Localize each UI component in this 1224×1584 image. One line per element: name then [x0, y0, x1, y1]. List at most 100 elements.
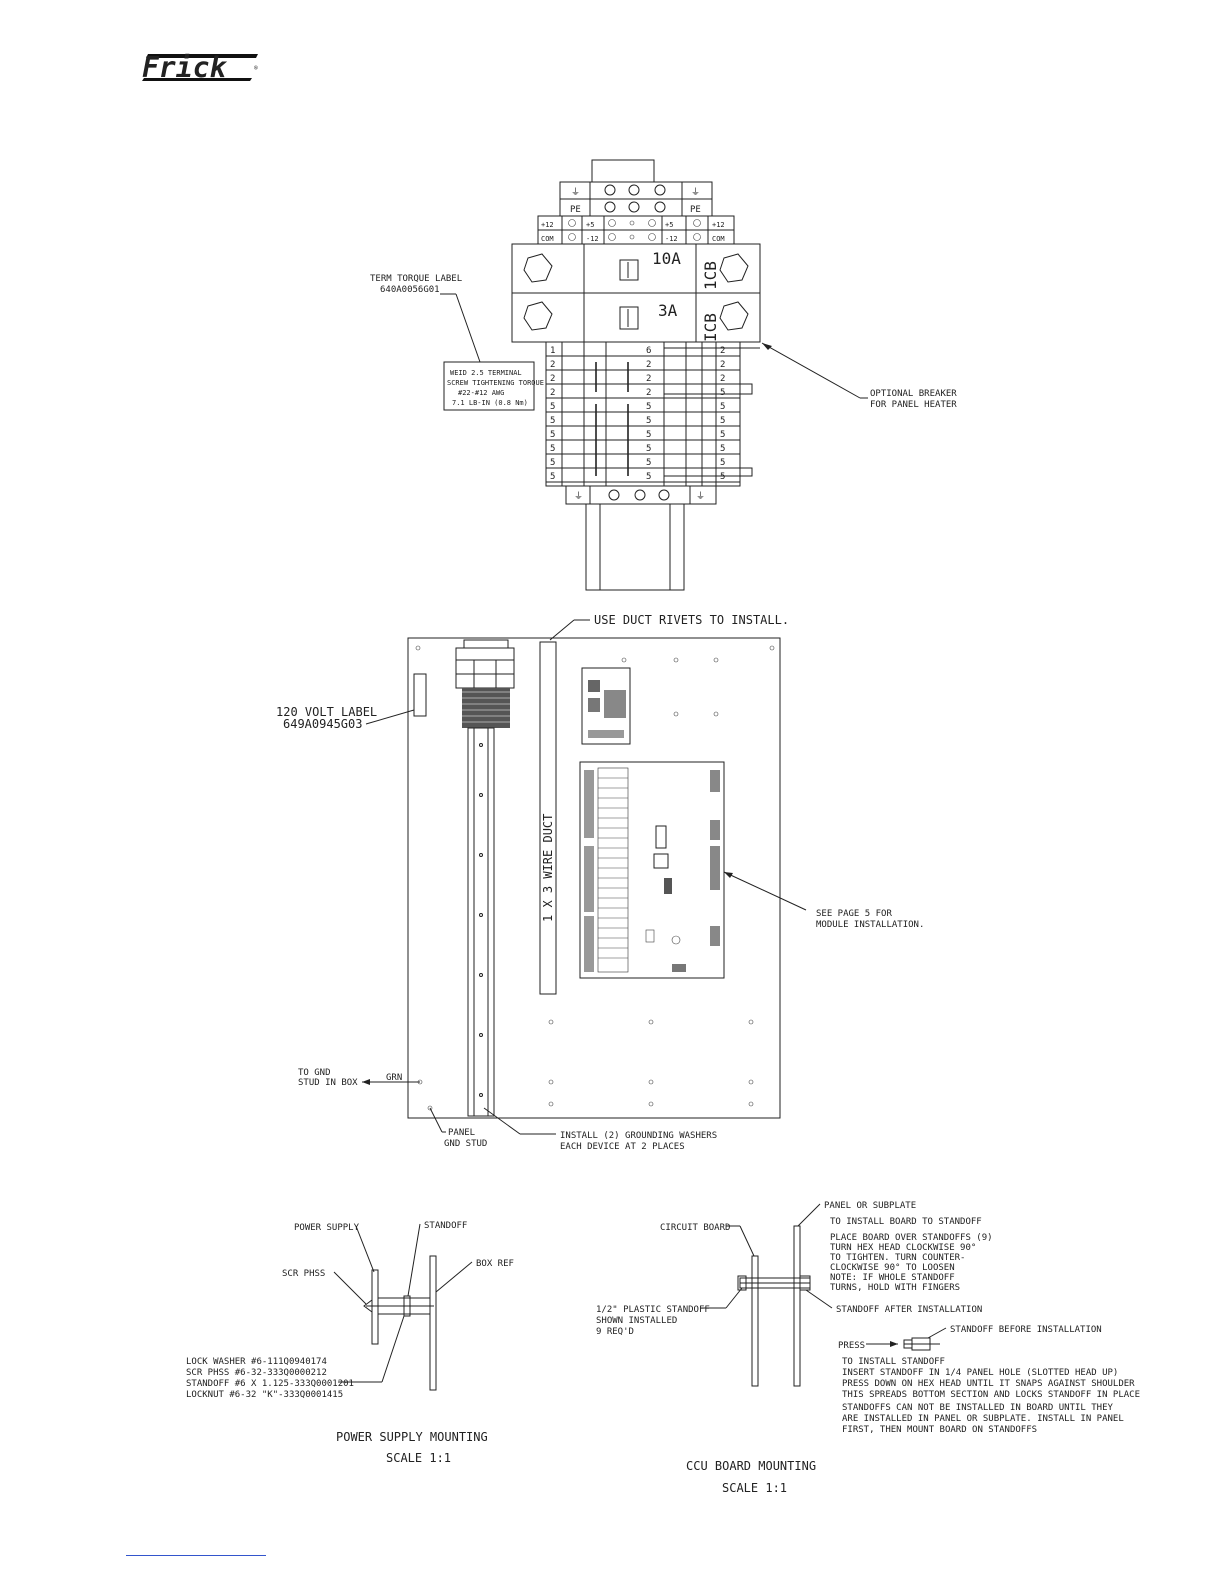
mounting-holes — [415, 645, 775, 1111]
ccu-circuit-board: CIRCUIT BOARD — [660, 1223, 730, 1233]
ps-part-0: LOCK WASHER #6-111Q0940174 — [186, 1357, 327, 1367]
tn-mid-1: 2 — [646, 360, 651, 370]
terminal-strip: 1 2 2 2 5 5 5 5 5 5 6 2 2 2 5 5 5 5 5 5 … — [545, 341, 760, 487]
panel-din-rail — [467, 727, 495, 1117]
ccu-press: PRESS — [838, 1341, 865, 1351]
ccu-step-5: TURNS, HOLD WITH FINGERS — [830, 1283, 960, 1293]
ps-scale: SCALE 1:1 — [386, 1451, 451, 1465]
box-ref-wall — [429, 1255, 437, 1391]
optional-breaker-2: FOR PANEL HEATER — [870, 400, 957, 410]
term-torque-label-2: 640A0056G01 — [380, 285, 440, 295]
din-rail — [585, 503, 685, 591]
logo-text: Frick — [142, 51, 227, 84]
grounding-note-1: INSTALL (2) GROUNDING WASHERS — [560, 1131, 717, 1141]
power-supply-mounting-detail: POWER SUPPLY STANDOFF SCR PHSS BOX REF L… — [186, 1221, 514, 1465]
frick-logo: Frick ® — [142, 51, 258, 84]
tn-left-6: 5 — [550, 430, 555, 440]
hex-nut-bottom-left — [523, 301, 553, 331]
ccu-install-heading: TO INSTALL BOARD TO STANDOFF — [830, 1217, 982, 1227]
tn-mid-2: 2 — [646, 374, 651, 384]
ps-part-2: STANDOFF #6 X 1.125-333Q0001201 — [186, 1379, 354, 1389]
logo-registered: ® — [254, 65, 258, 72]
panel-gnd-stud-2: GND STUD — [444, 1139, 487, 1149]
term-torque-label-1: TERM TORQUE LABEL — [370, 274, 462, 284]
panel-outline — [407, 637, 781, 1119]
logo-bar-top — [146, 54, 258, 58]
ccu-panel-subplate — [793, 1225, 801, 1387]
ps-part-1: SCR PHSS #6-32-333Q0000212 — [186, 1368, 327, 1378]
volt-label-sticker — [413, 673, 427, 717]
tn-right-7: 5 — [720, 444, 725, 454]
tn-left-1: 2 — [550, 360, 555, 370]
panel-gnd-stud-1: PANEL — [448, 1128, 475, 1138]
wire-duct — [539, 641, 557, 995]
pwr-r1-0: +12 — [541, 221, 554, 229]
tn-right-9: 5 — [720, 472, 725, 482]
tn-mid-4: 5 — [646, 402, 651, 412]
tn-mid-0: 6 — [646, 346, 651, 356]
hex-nut-bottom-right — [719, 301, 749, 331]
pe-right-label: PE — [690, 205, 701, 215]
ps-part-3: LOCKNUT #6-32 "K"-333Q0001415 — [186, 1390, 343, 1400]
tn-left-8: 5 — [550, 458, 555, 468]
tn-right-4: 5 — [720, 402, 725, 412]
ground-symbol-bottom-right: ⏚ — [696, 491, 705, 502]
power-supply-module — [581, 667, 631, 745]
torque-box-3: 7.1 LB-IN (0.8 Nm) — [452, 399, 528, 407]
ccu-install-standoff-0: TO INSTALL STANDOFF — [842, 1357, 945, 1367]
ccu-install-standoff-2: PRESS DOWN ON HEX HEAD UNTIL IT SNAPS AG… — [842, 1379, 1135, 1389]
footer-link-rule[interactable] — [126, 1555, 266, 1556]
breaker-icb: ICB — [701, 313, 720, 342]
hex-nut-top-right — [719, 253, 749, 283]
ccu-scale: SCALE 1:1 — [722, 1481, 787, 1495]
ccu-install-standoff-1: INSERT STANDOFF IN 1/4 PANEL HOLE (SLOTT… — [842, 1368, 1118, 1378]
pwr-r1-2: +5 — [665, 221, 673, 229]
ccu-panel-or-subplate: PANEL OR SUBPLATE — [824, 1201, 916, 1211]
ccu-board-mounting-detail: PANEL OR SUBPLATE CIRCUIT BOARD TO INSTA… — [596, 1201, 1140, 1495]
tn-right-5: 5 — [720, 416, 725, 426]
tn-right-1: 2 — [720, 360, 725, 370]
standoff-before-icon — [903, 1337, 940, 1351]
ccu-warning-2: FIRST, THEN MOUNT BOARD ON STANDOFFS — [842, 1425, 1037, 1435]
ccu-step-0: PLACE BOARD OVER STANDOFFS (9) — [830, 1233, 993, 1243]
torque-label-box — [443, 361, 535, 411]
ps-box-ref: BOX REF — [476, 1259, 514, 1269]
ground-symbol-bottom-left: ⏚ — [574, 491, 583, 502]
pwr-r1-1: +5 — [586, 221, 594, 229]
tn-left-9: 5 — [550, 472, 555, 482]
ccu-install-standoff-3: THIS SPREADS BOTTOM SECTION AND LOCKS ST… — [842, 1390, 1140, 1400]
gnd-note-2: STUD IN BOX — [298, 1078, 358, 1088]
ccu-warning-0: STANDOFFS CAN NOT BE INSTALLED IN BOARD … — [842, 1403, 1114, 1413]
pwr-r2-2: -12 — [665, 235, 678, 243]
bottom-ground-row — [565, 485, 717, 505]
ps-scr-phss: SCR PHSS — [282, 1269, 325, 1279]
tn-left-0: 1 — [550, 346, 555, 356]
tn-mid-7: 5 — [646, 444, 651, 454]
tn-right-2: 2 — [720, 374, 725, 384]
tn-mid-3: 2 — [646, 388, 651, 398]
wire-duct-label: 1 X 3 WIRE DUCT — [541, 814, 555, 922]
pwr-r2-0: COM — [541, 235, 554, 243]
ccu-step-2: TO TIGHTEN. TURN COUNTER- — [830, 1253, 965, 1263]
breaker-switch-top — [619, 259, 639, 281]
breaker-10a: 10A — [652, 249, 681, 268]
ground-symbol-right: ⏚ — [691, 187, 700, 198]
tn-right-0: 2 — [720, 346, 725, 356]
top-connector — [591, 159, 655, 183]
ccu-warning-1: ARE INSTALLED IN PANEL OR SUBPLATE. INST… — [842, 1414, 1124, 1424]
pwr-r1-3: +12 — [712, 221, 725, 229]
ccu-board — [579, 761, 725, 979]
tn-right-6: 5 — [720, 430, 725, 440]
duct-rivets-note: USE DUCT RIVETS TO INSTALL. — [594, 613, 789, 627]
control-panel: 1 X 3 WIRE DUCT USE DUCT RIVETS TO INSTA… — [276, 613, 924, 1152]
pwr-r2-3: COM — [712, 235, 725, 243]
optional-breaker-1: OPTIONAL BREAKER — [870, 389, 957, 399]
module-note-2: MODULE INSTALLATION. — [816, 920, 924, 930]
ps-power-supply: POWER SUPPLY — [294, 1223, 360, 1233]
tn-left-4: 5 — [550, 402, 555, 412]
pwr-r2-1: -12 — [586, 235, 599, 243]
ps-title: POWER SUPPLY MOUNTING — [336, 1430, 488, 1444]
grounding-note-2: EACH DEVICE AT 2 PLACES — [560, 1142, 685, 1152]
panel-terminal-block — [455, 639, 515, 728]
